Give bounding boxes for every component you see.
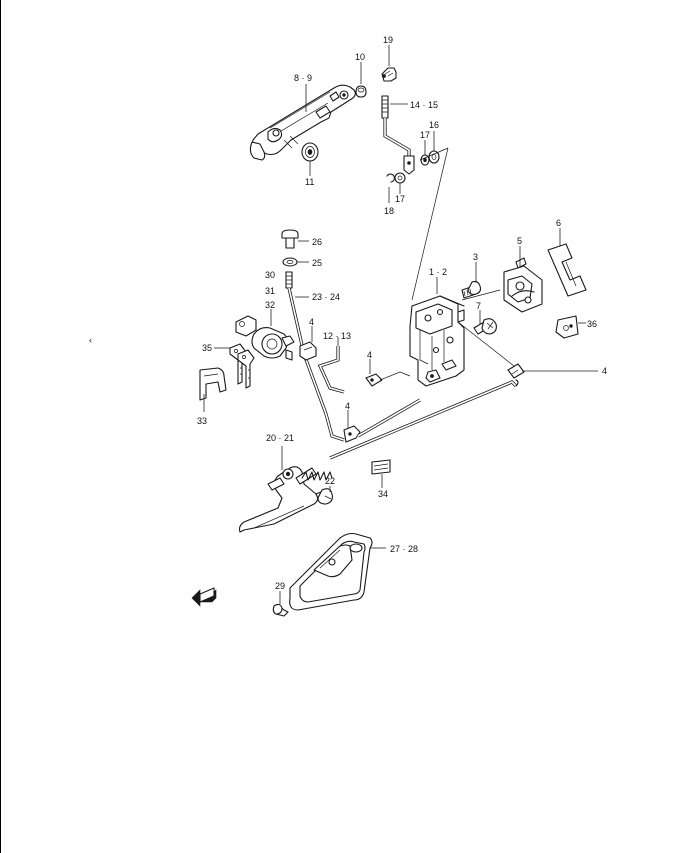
label-7: 7 bbox=[476, 301, 481, 311]
label-3: 3 bbox=[473, 252, 478, 262]
part-26-pin bbox=[281, 229, 299, 249]
return-spring bbox=[301, 471, 333, 481]
label-4-lower: 4 bbox=[345, 401, 350, 411]
part-18-e-clip bbox=[386, 173, 395, 183]
label-34: 34 bbox=[378, 489, 388, 499]
label-26: 26 bbox=[312, 237, 322, 247]
label-33: 33 bbox=[197, 416, 207, 426]
page-border-left bbox=[0, 0, 1, 853]
part-14-15-rod bbox=[381, 95, 415, 175]
label-4-upper: 4 bbox=[309, 317, 314, 327]
part-1-2-door-lock bbox=[409, 295, 465, 387]
part-5-striker bbox=[503, 257, 543, 313]
part-8-9-outer-handle bbox=[249, 84, 356, 161]
part-12-13-rod bbox=[317, 346, 345, 394]
label-1-2: 1 · 2 bbox=[429, 267, 447, 277]
part-36-plate bbox=[555, 315, 579, 339]
part-6-shim bbox=[547, 243, 587, 297]
part-22-screw bbox=[315, 488, 333, 505]
part-27-28-bezel bbox=[289, 532, 373, 611]
part-11-grommet bbox=[301, 142, 319, 162]
label-12-13: 12 · 13 bbox=[323, 331, 351, 341]
part-7-screw bbox=[473, 318, 497, 335]
part-4-clip-lower bbox=[343, 425, 361, 443]
part-35-keys bbox=[229, 343, 255, 389]
part-4-clip-right bbox=[507, 363, 525, 379]
label-4-right: 4 bbox=[602, 366, 607, 376]
part-29-screw bbox=[272, 603, 289, 617]
label-29: 29 bbox=[275, 581, 285, 591]
label-30: 30 bbox=[265, 270, 275, 280]
label-4-center: 4 bbox=[367, 350, 372, 360]
label-16: 16 bbox=[429, 120, 439, 130]
label-23-24: 23 · 24 bbox=[312, 292, 340, 302]
part-19-clip bbox=[381, 67, 397, 82]
part-32-lock-cylinder bbox=[235, 315, 295, 361]
part-17-washer-lower bbox=[394, 172, 406, 184]
fwd-arrow-icon bbox=[191, 587, 217, 607]
label-17-upper: 17 bbox=[420, 130, 430, 140]
label-20-21: 20 · 21 bbox=[266, 433, 294, 443]
label-17-lower: 17 bbox=[395, 194, 405, 204]
part-25-washer bbox=[282, 257, 298, 267]
label-27-28: 27 · 28 bbox=[390, 544, 418, 554]
part-33-retainer bbox=[199, 367, 227, 401]
label-18: 18 bbox=[384, 206, 394, 216]
part-4-clip-upper bbox=[299, 341, 317, 361]
label-8-9: 8 · 9 bbox=[294, 73, 312, 83]
part-23-24-rod bbox=[285, 271, 345, 442]
label-25: 25 bbox=[312, 258, 322, 268]
release-rod-long bbox=[329, 379, 519, 460]
part-34-pad bbox=[371, 459, 391, 475]
label-6: 6 bbox=[556, 218, 561, 228]
part-10-bushing bbox=[355, 85, 367, 98]
stray-mark: ‹ bbox=[89, 335, 92, 345]
part-labels: 19 10 8 · 9 14 · 15 16 17 17 18 11 6 5 3… bbox=[197, 35, 607, 591]
part-20-21-inside-handle bbox=[238, 466, 319, 533]
label-35: 35 bbox=[202, 343, 212, 353]
label-32: 32 bbox=[265, 300, 275, 310]
label-11: 11 bbox=[305, 177, 314, 187]
label-31: 31 bbox=[265, 286, 275, 296]
part-4-clip-center bbox=[365, 373, 383, 387]
label-14-15: 14 · 15 bbox=[410, 100, 438, 110]
part-3-screw bbox=[461, 280, 482, 299]
label-10: 10 bbox=[355, 52, 365, 62]
label-19: 19 bbox=[383, 35, 393, 45]
label-22: 22 bbox=[325, 476, 335, 486]
label-36: 36 bbox=[587, 319, 597, 329]
label-5: 5 bbox=[517, 236, 522, 246]
